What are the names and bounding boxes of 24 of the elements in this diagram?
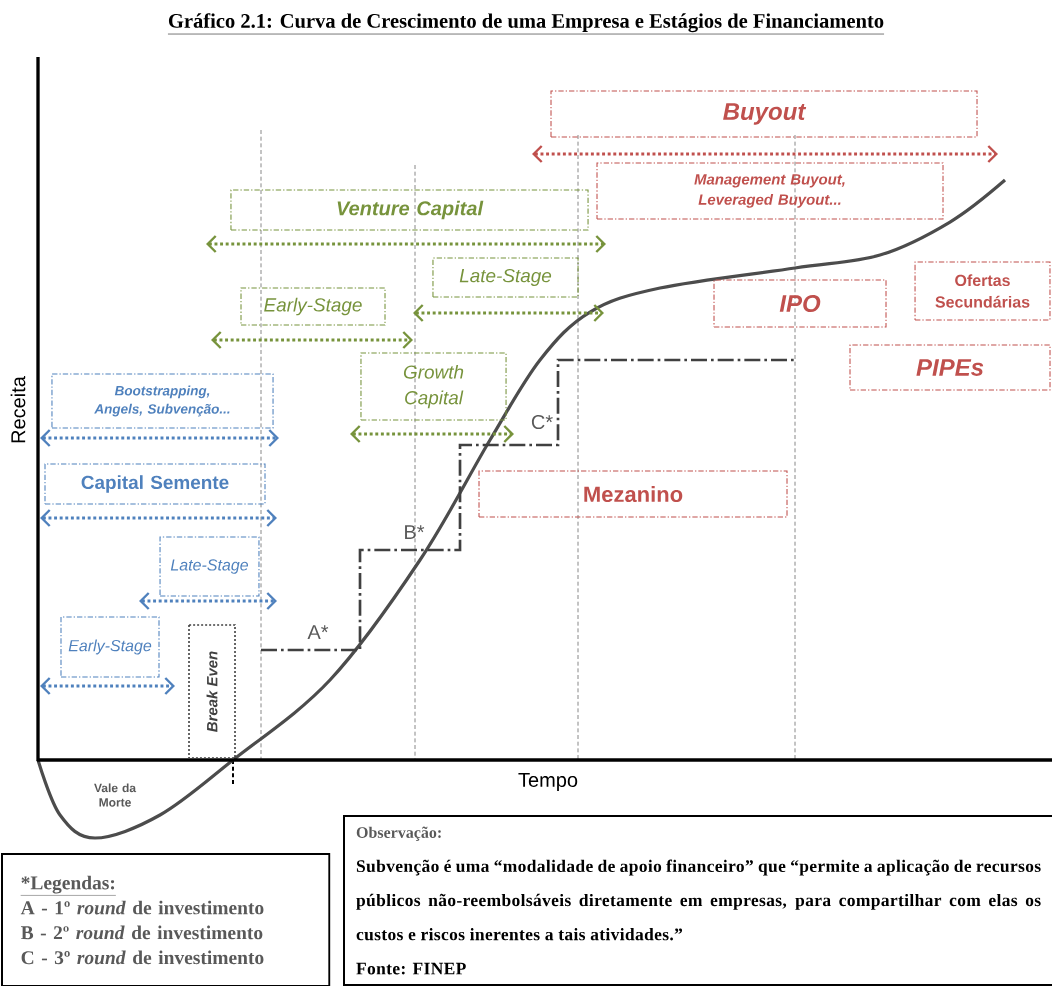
round-label: C* bbox=[531, 414, 553, 430]
financing-box: Management Buyout, Leveraged Buyout... bbox=[596, 162, 944, 220]
financing-box: Venture Capital bbox=[230, 189, 589, 231]
financing-box: PIPEs bbox=[849, 344, 1051, 391]
axis-label: Tempo bbox=[518, 773, 578, 791]
financing-box: Mezanino bbox=[478, 470, 788, 518]
note-box: Observação: Subvenção é uma “modalidade de apoio financeiro” que “permite a aplicação de recursos públicos não-reembolsáveis diretamente em empresas, para compartilhar com elas os custos e riscos inerentes a tais atividades.” Fonte: FINEP bbox=[343, 815, 1052, 986]
financing-box: Early-Stage bbox=[240, 287, 386, 326]
financing-box: Buyout bbox=[550, 90, 978, 138]
financing-box: Capital Semente bbox=[44, 463, 266, 505]
break-even-box: Break Even bbox=[188, 624, 236, 759]
valley-label: Vale da Morte bbox=[94, 783, 137, 807]
legend-box: *Legendas: A - 1º round de investimento B - 2º round de investimento C - 3º round de investimento bbox=[1, 853, 331, 986]
financing-box: Late-Stage bbox=[432, 257, 579, 298]
axis-label: Receita bbox=[10, 376, 26, 443]
financing-box: Late-Stage bbox=[159, 536, 260, 597]
financing-box: Early-Stage bbox=[60, 616, 160, 678]
round-label: A* bbox=[307, 625, 329, 639]
financing-box: IPO bbox=[713, 279, 887, 328]
financing-box: Growth Capital bbox=[360, 352, 507, 421]
financing-box: Ofertas Secundárias bbox=[914, 261, 1051, 321]
chart-title: Gráfico 2.1: Curva de Crescimento de uma Empresa e Estágios de Financiamento bbox=[167, 13, 885, 35]
round-label: B* bbox=[405, 525, 425, 539]
financing-box: Bootstrapping, Angels, Subvenção... bbox=[51, 373, 274, 429]
